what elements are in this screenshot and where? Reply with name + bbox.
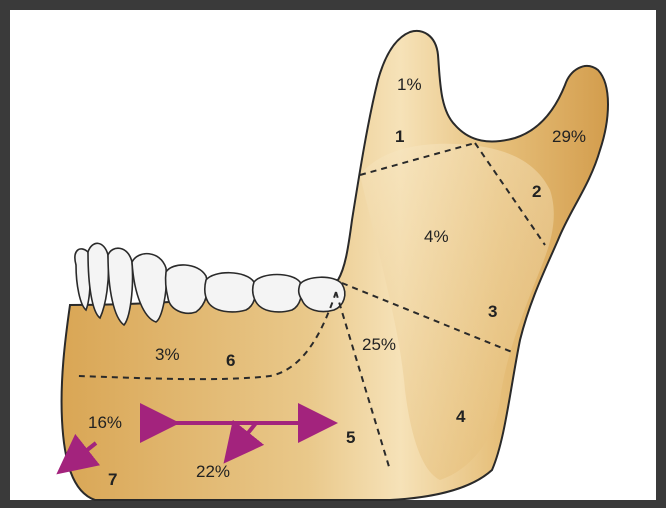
region-7-percent: 16% [88,413,122,432]
region-3-percent: 4% [424,227,449,246]
tooth [299,277,345,311]
region-5-number: 5 [346,428,355,447]
tooth [166,265,208,313]
region-6-number: 6 [226,351,235,370]
region-4-percent: 25% [362,335,396,354]
region-3-number: 3 [488,302,497,321]
region-6-percent: 3% [155,345,180,364]
region-1-number: 1 [395,127,404,146]
tooth [205,273,256,312]
region-2-percent: 29% [552,127,586,146]
region-7-number: 7 [108,470,117,489]
region-4-number: 4 [456,407,466,426]
tooth [253,275,302,312]
region-2-number: 2 [532,182,541,201]
region-1-percent: 1% [397,75,422,94]
region-5-percent: 22% [196,462,230,481]
